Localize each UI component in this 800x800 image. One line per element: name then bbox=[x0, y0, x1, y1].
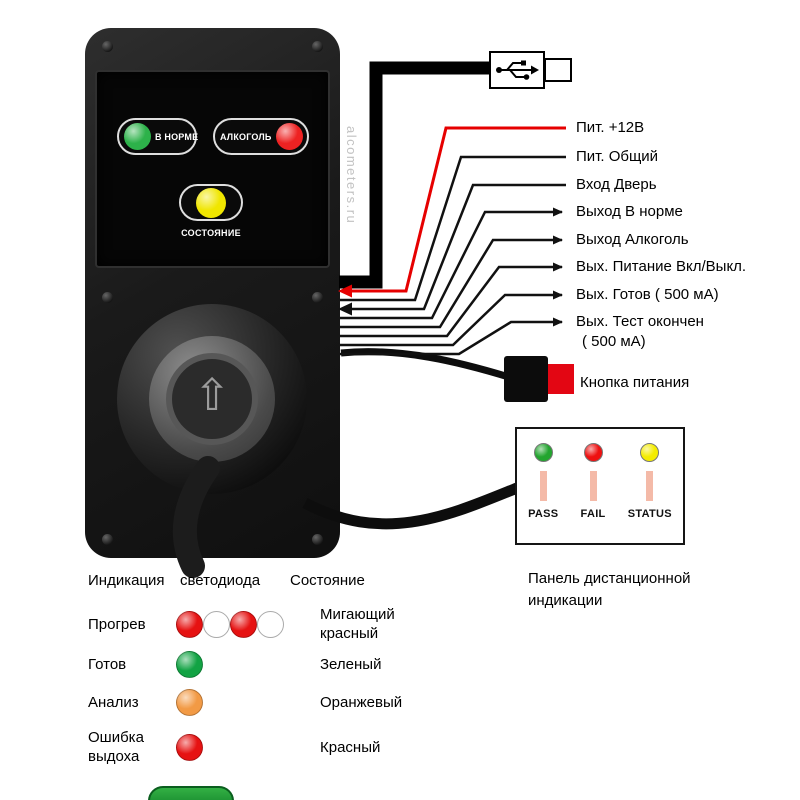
remote-panel: PASS FAIL STATUS bbox=[515, 427, 685, 545]
connection-label: Вых. Питание Вкл/Выкл. bbox=[576, 258, 747, 275]
screw-icon bbox=[312, 292, 323, 303]
legend-row-swatches bbox=[176, 610, 320, 638]
remote-led-label: FAIL bbox=[580, 508, 606, 520]
remote-led-status: STATUS bbox=[628, 443, 672, 520]
status-label: СОСТОЯНИЕ bbox=[181, 228, 241, 238]
led-slot bbox=[539, 471, 547, 501]
wire-out-ready bbox=[340, 290, 563, 347]
legend-row-name: Готов bbox=[88, 655, 127, 673]
remote-led-label: PASS bbox=[528, 508, 559, 520]
connection-label: Вход Дверь bbox=[576, 176, 657, 193]
remote-led-label: STATUS bbox=[627, 508, 672, 520]
led-slot bbox=[589, 471, 597, 501]
connection-label: Выход Алкоголь bbox=[576, 231, 689, 248]
legend-header-led: светодиода bbox=[180, 572, 261, 589]
legend-row-state: Зеленый bbox=[320, 655, 382, 673]
legend-row: Готов Зеленый bbox=[88, 640, 518, 688]
legend-header-state: Состояние bbox=[290, 572, 365, 589]
orange-circle-icon bbox=[176, 688, 203, 716]
led-pill-status bbox=[179, 184, 243, 221]
power-button-cable bbox=[340, 348, 514, 382]
red-circle-icon bbox=[230, 610, 257, 638]
legend-row-swatches bbox=[176, 733, 320, 761]
wire-out-test-done bbox=[340, 317, 563, 356]
led-pill-normal: В НОРМЕ bbox=[117, 118, 199, 155]
led-pill-alcohol: АЛКОГОЛЬ bbox=[213, 118, 309, 155]
usb-cable bbox=[339, 61, 491, 289]
screw-icon bbox=[312, 41, 323, 52]
led-normal-label: В НОРМЕ bbox=[155, 131, 199, 142]
screw-icon bbox=[102, 41, 113, 52]
green-circle-icon bbox=[176, 650, 203, 678]
white-circle-icon bbox=[257, 610, 284, 638]
wire-out-power-switch bbox=[340, 262, 563, 338]
red-circle-icon bbox=[176, 733, 203, 761]
wire-door-input bbox=[352, 183, 566, 311]
red-led-icon bbox=[275, 123, 303, 150]
up-arrow-icon: ⇧ bbox=[193, 371, 231, 420]
watermark: alcometers.ru bbox=[344, 126, 359, 225]
legend-row-name: Ошибка выдоха bbox=[88, 729, 144, 765]
legend-row: Анализ Оранжевый bbox=[88, 678, 518, 726]
wire-power-12v bbox=[352, 126, 566, 293]
device-display-panel: В НОРМЕ АЛКОГОЛЬ СОСТОЯНИЕ bbox=[95, 70, 330, 268]
connection-label: Вых. Готов ( 500 мА) bbox=[576, 286, 719, 303]
legend-row-name: Анализ bbox=[88, 693, 139, 711]
remote-panel-caption: Панель дистанционной индикации bbox=[528, 568, 691, 612]
connection-label: Пит. Общий bbox=[576, 148, 659, 165]
wire-out-normal bbox=[340, 207, 563, 320]
legend-header-indication: Индикация bbox=[88, 572, 165, 589]
screw-icon bbox=[102, 292, 113, 303]
legend-row: Прогрев Мигающий красный bbox=[88, 600, 518, 648]
white-circle-icon bbox=[203, 610, 230, 638]
legend-row-name: Прогрев bbox=[88, 615, 146, 633]
socket-outer: ⇧ bbox=[117, 304, 307, 494]
pass-led-icon bbox=[533, 443, 553, 462]
status-led-icon bbox=[640, 443, 660, 462]
socket-inner: ⇧ bbox=[166, 353, 258, 445]
legend-row-swatches bbox=[176, 650, 320, 678]
wire-arrow-left-12v bbox=[338, 284, 352, 298]
remote-led-fail: FAIL bbox=[581, 443, 606, 520]
remote-led-pass: PASS bbox=[528, 443, 558, 520]
connection-label: Выход В норме bbox=[576, 203, 683, 220]
remote-panel-caption-line2: индикации bbox=[528, 592, 603, 609]
wire-power-common bbox=[340, 155, 566, 302]
power-button-label: Кнопка питания bbox=[580, 374, 690, 391]
green-led-icon bbox=[124, 123, 151, 150]
device-body: В НОРМЕ АЛКОГОЛЬ СОСТОЯНИЕ ⇧ bbox=[85, 28, 340, 558]
screw-icon bbox=[102, 534, 113, 545]
bottom-green-pill bbox=[148, 786, 234, 800]
led-slot bbox=[646, 471, 654, 501]
usb-connector-tail bbox=[544, 58, 572, 82]
connection-label: Вых. Тест окончен( 500 мА) bbox=[576, 313, 704, 350]
screw-icon bbox=[312, 534, 323, 545]
power-button-body bbox=[504, 356, 548, 402]
led-alcohol-label: АЛКОГОЛЬ bbox=[220, 131, 272, 142]
power-button-icon bbox=[504, 356, 576, 402]
power-button-cap bbox=[548, 364, 574, 394]
wire-out-alcohol bbox=[340, 235, 563, 329]
legend-row: Ошибка выдоха Красный bbox=[88, 723, 518, 771]
legend-row-state: Красный bbox=[320, 738, 381, 756]
legend-row-state: Оранжевый bbox=[320, 693, 403, 711]
red-circle-icon bbox=[176, 610, 203, 638]
legend-row-swatches bbox=[176, 688, 320, 716]
wire-arrow-left-door bbox=[338, 302, 352, 316]
yellow-led-icon bbox=[196, 187, 226, 218]
usb-connector-icon bbox=[489, 51, 545, 89]
connection-label: Пит. +12В bbox=[576, 119, 645, 136]
usb-symbol-icon bbox=[496, 60, 539, 80]
socket-ring: ⇧ bbox=[149, 336, 275, 462]
fail-led-icon bbox=[583, 443, 603, 462]
remote-panel-caption-line1: Панель дистанционной bbox=[528, 570, 691, 587]
legend-row-state: Мигающий красный bbox=[320, 606, 395, 642]
